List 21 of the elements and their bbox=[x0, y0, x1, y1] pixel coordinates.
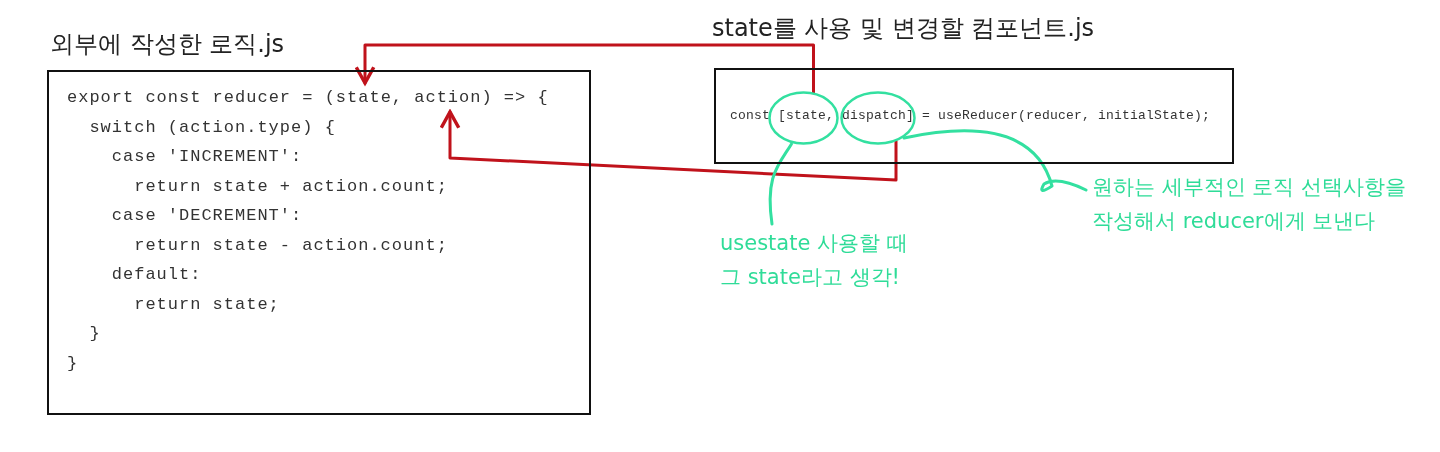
highlight-circle bbox=[840, 91, 916, 145]
code-line: default: bbox=[111, 265, 202, 284]
arrow bbox=[439, 110, 898, 182]
code-line: case 'INCREMENT': bbox=[111, 147, 303, 166]
leader-line bbox=[902, 129, 1088, 192]
code-line: case 'DECREMENT': bbox=[111, 206, 303, 225]
handwritten-note: 원하는 세부적인 로직 선택사항을 작성해서 reducer에게 보낸다 bbox=[1092, 170, 1427, 238]
highlight-circle bbox=[768, 91, 839, 145]
handwritten-note: usestate 사용할 때 그 state라고 생각! bbox=[720, 226, 925, 294]
leader-line bbox=[768, 142, 793, 226]
file-title: state를 사용 및 변경할 컴포넌트.js bbox=[712, 13, 1095, 44]
arrow bbox=[354, 43, 815, 94]
code-line: } bbox=[67, 353, 79, 373]
code-line: return state - action.count; bbox=[134, 235, 448, 255]
code-line: const [state, dispatch] = useReducer(reducer, initialState); bbox=[730, 108, 1211, 123]
code-line: return state; bbox=[134, 294, 280, 314]
code-line: export const reducer = (state, action) => { bbox=[67, 88, 549, 107]
file-title: 외부에 작성한 로직.js bbox=[50, 29, 285, 60]
code-line: switch (action.type) { bbox=[89, 117, 336, 137]
code-line: } bbox=[89, 324, 101, 343]
code-line: return state + action.count; bbox=[134, 176, 448, 196]
